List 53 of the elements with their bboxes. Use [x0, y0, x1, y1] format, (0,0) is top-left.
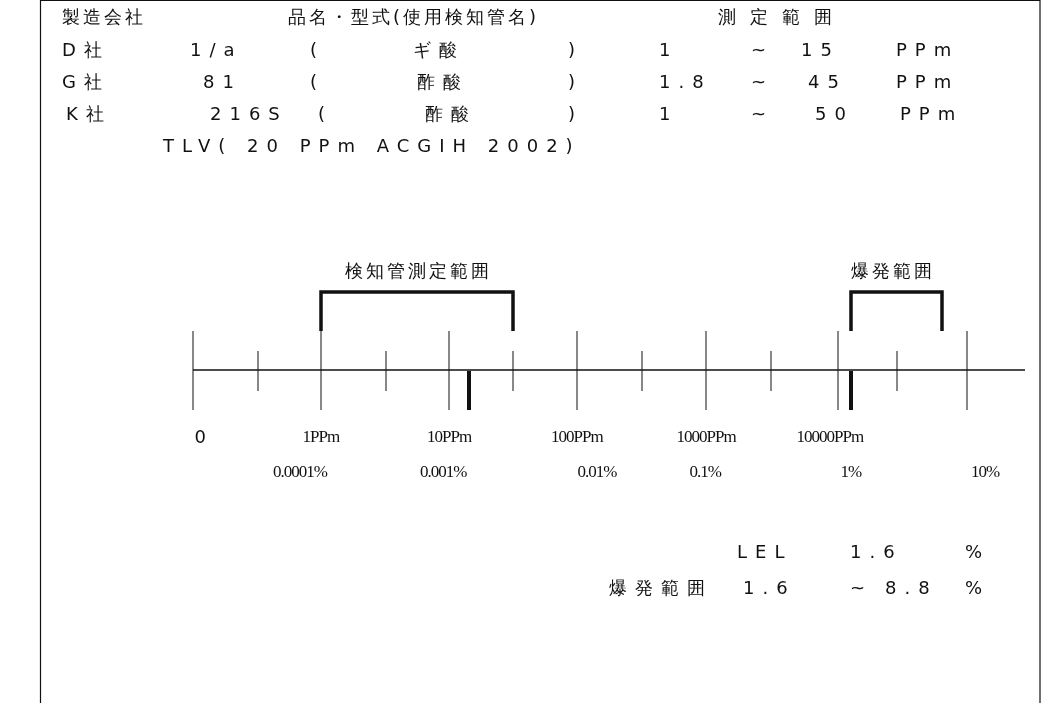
- table-cell: K社: [66, 103, 112, 125]
- table-cell: G社: [62, 71, 110, 93]
- table-cell: ): [568, 103, 584, 125]
- range-label: 検知管測定範囲: [344, 260, 492, 282]
- axis-label: 1%: [840, 461, 862, 483]
- table-cell: PPm: [896, 39, 960, 61]
- table-cell: ): [568, 39, 584, 61]
- table-cell: 81: [203, 71, 242, 93]
- note-text: ~: [850, 577, 874, 599]
- table-cell: ~: [751, 39, 775, 61]
- axis-label: 0.1%: [689, 461, 721, 483]
- note-text: 8.8: [885, 577, 938, 599]
- table-cell: PPm: [896, 71, 960, 93]
- table-cell: 45: [808, 71, 847, 93]
- table-cell: PPm: [900, 103, 964, 125]
- axis-label: 10%: [971, 461, 1000, 483]
- table-cell: 1/a: [190, 39, 243, 61]
- axis-label: 1PPm: [302, 426, 340, 448]
- table-cell: 1: [659, 103, 679, 125]
- column-header: 測定範囲: [718, 6, 846, 28]
- table-cell: D社: [62, 39, 110, 61]
- note-text: 1.6: [850, 541, 903, 563]
- table-cell: 酢酸: [425, 103, 477, 125]
- axis-label: 0.0001%: [273, 461, 327, 483]
- axis-label: 0.01%: [577, 461, 617, 483]
- table-cell: (: [310, 39, 326, 61]
- table-cell: 酢酸: [417, 71, 469, 93]
- table-cell: ): [568, 71, 584, 93]
- table-cell: (: [310, 71, 326, 93]
- table-cell: 1: [659, 39, 679, 61]
- table-cell: 15: [801, 39, 840, 61]
- axis-label: 10000PPm: [796, 426, 864, 448]
- table-cell: (: [318, 103, 334, 125]
- note-text: %: [965, 541, 991, 563]
- axis-label: 0: [194, 426, 206, 448]
- table-cell: 50: [815, 103, 854, 125]
- table-cell: ~: [751, 71, 775, 93]
- table-cell: 216S: [210, 103, 288, 125]
- column-header: 製造会社: [62, 6, 146, 28]
- axis-label: 100PPm: [551, 426, 603, 448]
- note-text: 爆発範囲: [609, 577, 713, 599]
- note: TLV( 20 PPm ACGIH 2002): [163, 135, 581, 157]
- axis-label: 1000PPm: [676, 426, 736, 448]
- axis-label: 10PPm: [427, 426, 472, 448]
- table-cell: ギ酸: [413, 39, 465, 61]
- note-text: %: [965, 577, 991, 599]
- note-text: LEL: [737, 541, 793, 563]
- axis-label: 0.001%: [420, 461, 467, 483]
- range-label: 爆発範囲: [851, 260, 935, 282]
- table-cell: ~: [751, 103, 775, 125]
- column-header: 品名・型式(使用検知管名): [288, 6, 540, 28]
- note-text: 1.6: [743, 577, 796, 599]
- table-cell: 1.8: [659, 71, 712, 93]
